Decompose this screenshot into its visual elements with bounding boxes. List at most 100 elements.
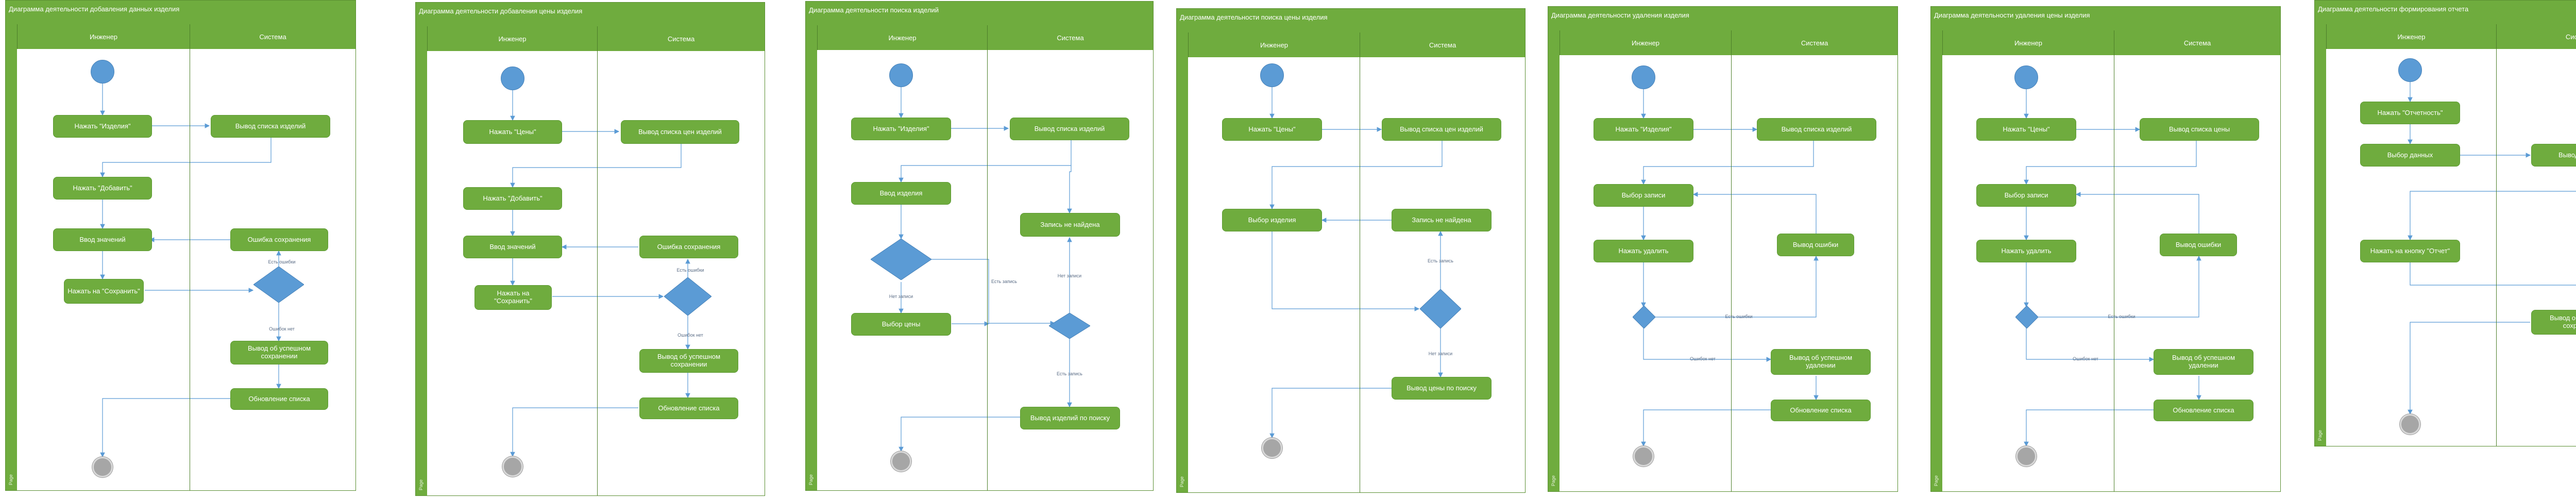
node-save-success: Вывод об успешном сохранении [639,349,738,373]
node-refresh-list: Обновление списка [1771,400,1871,421]
node-click-add: Нажать "Добавить" [53,177,152,200]
diagram-title: Диаграмма деятельности поиска изделий [806,2,1153,25]
lane-system: Система [2496,24,2576,49]
node-save-success: Вывод об успешном сохранении [230,341,328,365]
page-strip: Page [1177,32,1188,492]
node-refresh-list: Обновление списка [2154,400,2253,421]
page-label: Page [1179,476,1184,487]
activity-diagram-delete-price: Диаграмма деятельности удаления цены изд… [1930,6,2281,492]
flow-arrows [2408,82,2576,415]
guard-has-errors: Есть ошибки [1725,314,1753,319]
flow-arrows [899,87,1072,452]
node-list-products: Вывод списка изделий [1757,118,1876,141]
decision-diamond [1420,289,1461,328]
lane-divider [2496,24,2497,446]
node-click-add: Нажать "Добавить" [463,187,562,210]
decision-diamond [253,267,304,303]
activity-diagram-add-price: Диаграмма деятельности добавления цены и… [415,2,765,496]
start-node [501,67,524,90]
page-label: Page [418,479,423,490]
node-error-output: Вывод ошибки [2160,234,2237,256]
page-strip: Page [1931,30,1942,491]
node-not-found: Запись не найдена [1020,213,1120,237]
node-enter-values: Ввод значений [53,228,152,251]
node-click-products: Нажать "Изделия" [851,118,951,140]
node-list-prices: Вывод списка цены [2140,118,2259,141]
node-select-price: Выбор цены [851,313,951,336]
guard-has-errors: Есть ошибки [268,259,296,264]
node-enter-product: Ввод изделия [851,182,951,205]
node-select-record: Выбор записи [1976,184,2076,207]
end-node [891,451,911,472]
lane-system: Система [987,25,1153,50]
page-label: Page [1934,475,1939,486]
node-output-data: Вывод данных [2531,144,2576,167]
node-list-prices: Вывод списка цен изделий [1382,118,1501,141]
node-click-prices: Нажать "Цены" [1976,118,2076,141]
node-save-error: Ошибка сохранения [230,228,328,251]
end-node [92,457,113,477]
node-click-report: Нажать на кнопку "Отчет" [2360,240,2460,262]
diagram-title: Диаграмма деятельности добавления данных… [6,1,355,24]
flow-arrows [1269,86,1443,439]
lane-divider [597,26,598,495]
page-label: Page [8,474,13,485]
node-output-by-search: Вывод цены по поиску [1392,377,1492,400]
decision-diamond [871,239,931,280]
activity-diagram-report: Диаграмма деятельности формирования отче… [2314,0,2576,446]
lane-system: Система [2114,30,2280,55]
lane-engineer: Инженер [1560,30,1731,55]
node-click-prices: Нажать "Цены" [463,120,562,144]
node-refresh-list: Обновление списка [230,388,328,410]
page-label: Page [1551,475,1556,486]
guard-exists-below: Есть запись [1057,371,1082,376]
lane-engineer: Инженер [1188,32,1360,57]
diagram-title: Диаграмма деятельности добавления цены и… [416,3,765,26]
start-node [91,60,114,84]
page-strip: Page [1548,30,1560,491]
node-not-found: Запись не найдена [1392,209,1492,231]
guard-not-exists-right: Нет записи [1057,273,1082,278]
lane-engineer: Инженер [1942,30,2114,55]
activity-diagram-add-product: Диаграмма деятельности добавления данных… [5,0,356,491]
node-list-products: Вывод списка изделий [1010,118,1129,140]
node-click-prices: Нажать "Цены" [1222,118,1322,141]
activity-diagram-delete-product: Диаграмма деятельности удаления изделия … [1548,6,1898,492]
node-click-save: Нажать на "Сохранить" [64,279,144,304]
lane-system: Система [1731,30,1897,55]
guard-no-errors: Ошибок нет [1690,356,1716,361]
guard-exists: Есть запись [1428,258,1453,263]
node-select-record: Выбор записи [1594,184,1693,207]
node-report-success: Вывод об успешном сохранении [2531,310,2576,335]
lane-engineer: Инженер [17,24,190,49]
diagram-title: Диаграмма деятельности удаления изделия [1548,7,1897,30]
start-node [889,63,913,87]
page-strip: Page [6,24,17,490]
node-delete-success: Вывод об успешном удалении [2154,349,2253,375]
flow-arrows [510,89,690,457]
node-select-product: Выбор изделия [1222,209,1322,231]
node-click-delete: Нажать удалить [1976,240,2076,262]
decision-diamond-2 [1049,313,1090,339]
guard-not-exists: Нет записи [889,294,913,299]
diagram-title: Диаграмма деятельности удаления цены изд… [1931,7,2280,30]
guard-no-errors: Ошибок нет [677,333,703,338]
page-strip: Page [416,26,427,495]
end-node [2400,414,2420,435]
diagram-title: Диаграмма деятельности поиска цены издел… [1177,9,1525,32]
page-label: Page [2317,429,2323,441]
guard-not-exists: Нет записи [1428,351,1453,356]
node-refresh-list: Обновление списка [639,397,738,419]
guard-no-errors: Ошибок нет [269,326,295,332]
start-node [1260,63,1284,87]
page-strip: Page [2315,24,2326,446]
node-delete-success: Вывод об успешном удалении [1771,349,1871,375]
node-enter-values: Ввод значений [463,236,562,258]
node-list-prices: Вывод списка цен изделий [621,120,739,144]
page-strip: Page [806,25,817,490]
guard-has-errors: Есть ошибки [676,268,704,273]
node-click-products: Нажать "Изделия" [53,115,152,138]
diagram-title: Диаграмма деятельности формирования отче… [2315,1,2576,24]
node-click-save: Нажать на "Сохранить" [474,285,552,310]
lane-system: Система [190,24,355,49]
